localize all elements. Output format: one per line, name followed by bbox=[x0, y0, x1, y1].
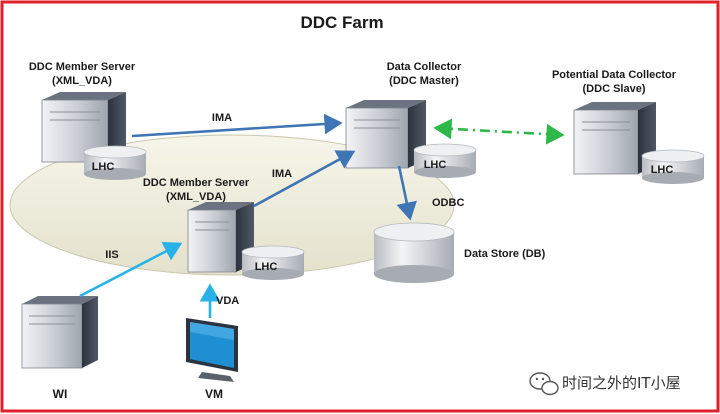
data-store-label: Data Store (DB) bbox=[464, 248, 546, 260]
vm-label: VM bbox=[205, 387, 223, 401]
lhc-cylinder: LHC bbox=[83, 145, 147, 180]
lhc-label: LHC bbox=[651, 164, 674, 176]
potential-collector-role: (DDC Slave) bbox=[583, 83, 646, 95]
connection-odbc: ODBC bbox=[396, 165, 464, 221]
data-collector-name: Data Collector bbox=[387, 61, 462, 73]
watermark: 时间之外的IT小屋 bbox=[529, 372, 681, 396]
wi-label: WI bbox=[53, 387, 68, 401]
connection-vda: VDA bbox=[199, 283, 239, 318]
monitor-icon bbox=[186, 318, 238, 382]
data-collector-role: (DDC Master) bbox=[389, 75, 459, 87]
database-icon bbox=[373, 222, 455, 283]
wechat-icon bbox=[529, 372, 559, 396]
potential-data-collector: Potential Data Collector (DDC Slave) LHC bbox=[552, 69, 705, 184]
data-collector: Data Collector (DDC Master) LHC bbox=[345, 61, 477, 178]
lhc-cylinder: LHC bbox=[641, 149, 705, 184]
lhc-cylinder: LHC bbox=[241, 245, 305, 280]
member-server-2: DDC Member Server (XML_VDA) LHC bbox=[143, 177, 305, 280]
member-server-1: DDC Member Server (XML_VDA) LHC bbox=[29, 61, 147, 180]
connection-ima-mid: IMA bbox=[253, 150, 356, 208]
odbc-label: ODBC bbox=[432, 197, 464, 209]
member-server-1-name: DDC Member Server bbox=[29, 61, 136, 73]
server-icon bbox=[573, 102, 656, 175]
data-store: Data Store (DB) bbox=[373, 222, 546, 283]
lhc-cylinder: LHC bbox=[413, 143, 477, 178]
member-server-2-name: DDC Member Server bbox=[143, 177, 250, 189]
diagram-title: DDC Farm bbox=[300, 13, 383, 32]
potential-collector-name: Potential Data Collector bbox=[552, 69, 677, 81]
lhc-label: LHC bbox=[92, 161, 115, 173]
wi-server: WI bbox=[21, 296, 98, 401]
connection-iis: IIS bbox=[79, 241, 183, 298]
iis-label: IIS bbox=[105, 249, 118, 261]
connection-ddc-sync bbox=[433, 118, 565, 145]
connection-ima-top: IMA bbox=[131, 112, 343, 138]
server-icon bbox=[21, 296, 98, 369]
server-icon bbox=[187, 202, 254, 273]
watermark-text: 时间之外的IT小屋 bbox=[562, 374, 681, 392]
ima-mid-label: IMA bbox=[272, 168, 292, 180]
vm-client: VM bbox=[186, 318, 238, 401]
member-server-1-role: (XML_VDA) bbox=[52, 75, 112, 87]
vda-label: VDA bbox=[216, 295, 239, 307]
lhc-label: LHC bbox=[255, 261, 278, 273]
ima-top-label: IMA bbox=[212, 112, 232, 124]
member-server-2-role: (XML_VDA) bbox=[166, 191, 226, 203]
lhc-label: LHC bbox=[424, 159, 447, 171]
